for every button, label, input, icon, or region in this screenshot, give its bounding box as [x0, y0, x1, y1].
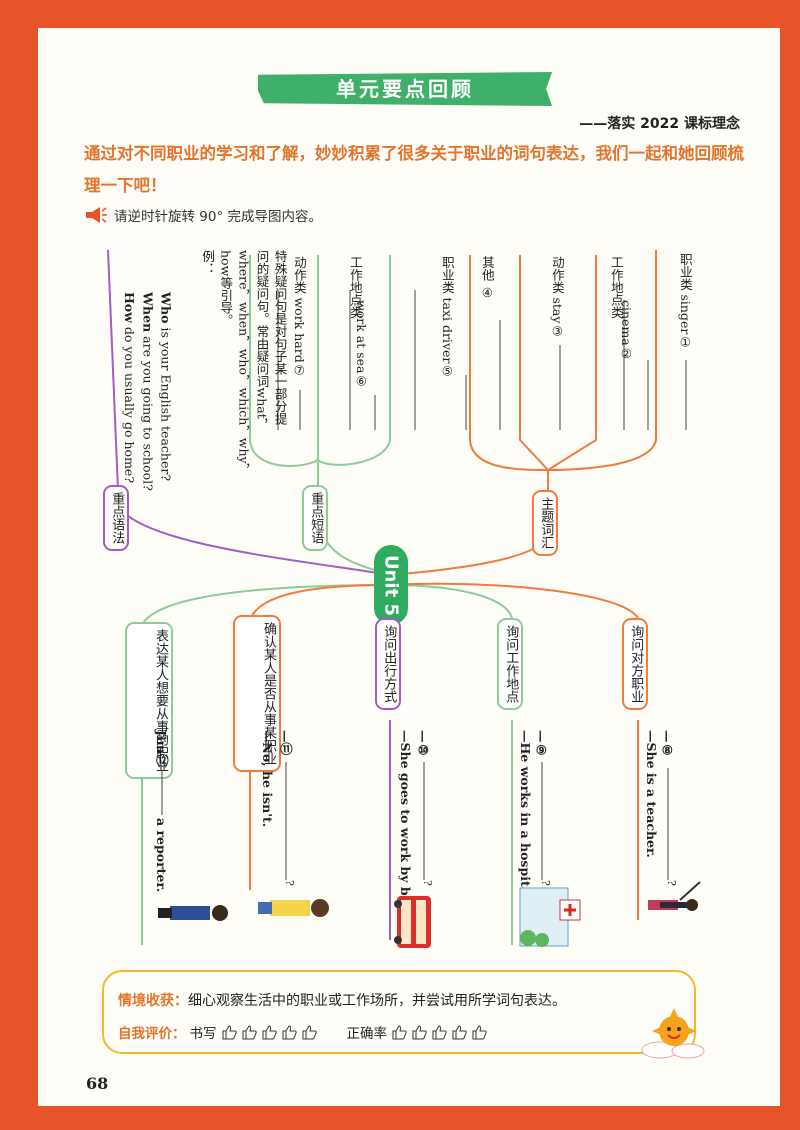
- qa-workplace-question: —⑨: [533, 730, 549, 758]
- accuracy-label: 正确率: [346, 1026, 388, 1042]
- grammar-explanation: 特殊疑问句是对句子某一部分提 问的疑问句。常由疑问词what， where，wh…: [200, 250, 288, 477]
- node-want-job: 表达某人想要从事的职业: [125, 622, 173, 779]
- thumbs-up-icon[interactable]: [281, 1024, 297, 1040]
- phrase-jobs: 职业类 taxi driver⑤: [439, 256, 455, 379]
- gain-label: 情境收获：: [118, 993, 188, 1009]
- svg-text:?: ?: [665, 880, 678, 886]
- person-illustration: [258, 899, 329, 917]
- thumbs-up-icon[interactable]: [261, 1024, 277, 1040]
- node-confirm-job: 确认某人是否从事某职业: [233, 615, 281, 772]
- intro-text: 通过对不同职业的学习和了解，妙妙积累了很多关于职业的词句表达，我们一起和她回顾梳…: [84, 144, 744, 195]
- qa-job-answer: —She is a teacher.: [643, 730, 659, 858]
- thumbs-up-icon[interactable]: [301, 1024, 317, 1040]
- node-key-phrases: 重点短语: [302, 485, 329, 551]
- bus-illustration: [394, 896, 431, 948]
- qa-confirm-answer: —No, he isn't.: [259, 730, 275, 828]
- phrase-places-label: 工作地点类: [347, 256, 363, 319]
- top-border: [0, 0, 800, 28]
- writing-label: 书写: [189, 1026, 217, 1042]
- node-ask-job: 询问对方职业: [622, 618, 649, 710]
- page-number: 68: [86, 1074, 109, 1093]
- bottom-border: [0, 1106, 800, 1130]
- qa-confirm-question: —⑪: [277, 730, 293, 755]
- hospital-illustration: [519, 887, 581, 947]
- phrase-verbs: 动作类 work hard⑦: [291, 256, 307, 378]
- vocab-others: 其他 ④: [479, 256, 495, 300]
- svg-text:?: ?: [421, 880, 434, 886]
- thumbs-up-icon[interactable]: [451, 1024, 467, 1040]
- reflection-box: [102, 970, 696, 1054]
- qa-job-question: —⑧: [659, 730, 675, 758]
- thumbs-up-icon[interactable]: [391, 1024, 407, 1040]
- gain-text: 细心观察生活中的职业或工作场所，并尝试用所学词句表达。: [188, 993, 566, 1009]
- node-ask-workplace: 询问工作地点: [497, 618, 524, 710]
- self-eval-row: 自我评价： 书写 正确率: [118, 1022, 487, 1042]
- qa-want-answer: a reporter.: [153, 818, 169, 893]
- thumbs-up-icon[interactable]: [411, 1024, 427, 1040]
- eval-label: 自我评价：: [118, 1026, 186, 1042]
- thumbs-up-icon[interactable]: [221, 1024, 237, 1040]
- svg-text:?: ?: [539, 880, 552, 886]
- vocab-places: cinema②: [618, 300, 634, 361]
- phrase-places: work at sea⑥: [353, 300, 369, 389]
- node-ask-transport: 询问出行方式: [375, 618, 402, 710]
- qa-transport-answer: —She goes to work by bus.: [397, 730, 413, 917]
- gain-row: 情境收获：细心观察生活中的职业或工作场所，并尝试用所学词句表达。: [118, 990, 566, 1010]
- grammar-examples: Who is your English teacher? When are yo…: [122, 292, 174, 491]
- vocab-places-label: 工作地点类: [608, 256, 624, 319]
- section-subtitle: ——落实 2022 课标理念: [579, 116, 740, 132]
- vocab-verbs: 动作类 stay③: [549, 256, 565, 339]
- center-node-unit5: Unit 5: [374, 545, 408, 625]
- node-theme-vocab: 主题词汇: [532, 490, 559, 556]
- instruction: 请逆时针旋转 90° 完成导图内容。: [84, 205, 322, 225]
- thumbs-up-icon[interactable]: [241, 1024, 257, 1040]
- svg-text:?: ?: [283, 880, 296, 886]
- section-title-banner: 单元要点回顾: [258, 72, 552, 106]
- vocab-jobs: 职业类 singer①: [677, 253, 693, 350]
- thumbs-up-icon[interactable]: [431, 1024, 447, 1040]
- sun-icon: [641, 1008, 705, 1059]
- qa-workplace-answer: —He works in a hospital.: [517, 730, 533, 904]
- reporter-illustration: [158, 905, 228, 921]
- qa-transport-question: —⑩: [415, 730, 431, 758]
- qa-want-subject: Jim⑫: [153, 730, 169, 767]
- megaphone-icon: [86, 207, 107, 223]
- teacher-illustration: [648, 881, 701, 911]
- node-key-grammar: 重点语法: [103, 485, 130, 551]
- thumbs-up-icon[interactable]: [471, 1024, 487, 1040]
- instruction-text: 请逆时针旋转 90° 完成导图内容。: [114, 209, 323, 225]
